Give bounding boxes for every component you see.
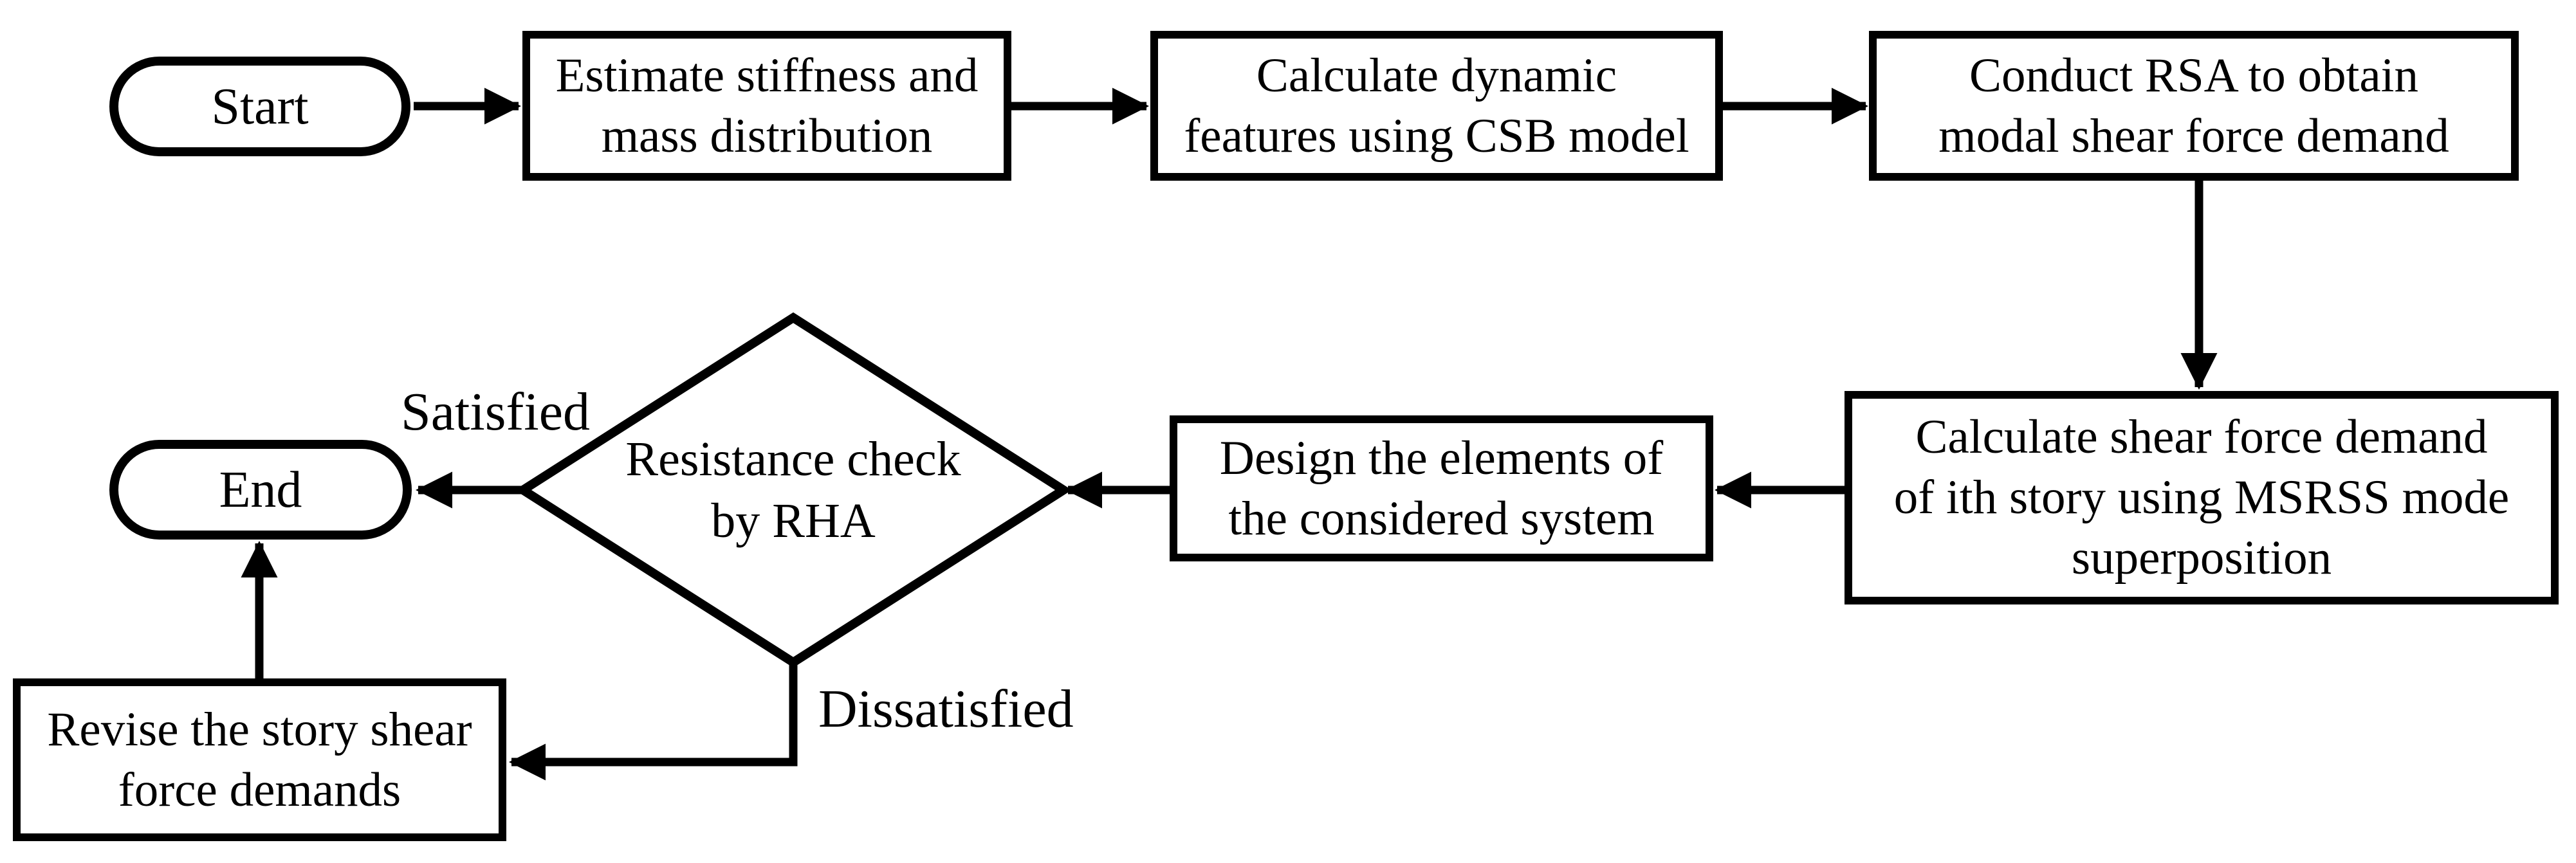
node-calculate-shear-line2: of ith story using MSRSS mode bbox=[1893, 471, 2510, 524]
node-revise-demands: Revise the story shear force demands bbox=[13, 678, 506, 841]
node-resistance-check: Resistance check by RHA bbox=[600, 406, 986, 574]
node-end-label: End bbox=[219, 461, 302, 518]
arrow-decision-to-revise bbox=[508, 662, 798, 781]
node-design-elements-line2: the considered system bbox=[1228, 491, 1655, 545]
node-calculate-shear-line3: superposition bbox=[2071, 531, 2332, 585]
edge-label-satisfied: Satisfied bbox=[401, 382, 590, 442]
node-estimate-stiffness-line2: mass distribution bbox=[601, 109, 933, 163]
node-end: End bbox=[109, 440, 412, 540]
node-conduct-rsa-line1: Conduct RSA to obtain bbox=[1969, 48, 2418, 102]
node-conduct-rsa: Conduct RSA to obtain modal shear force … bbox=[1869, 31, 2519, 181]
node-design-elements-line1: Design the elements of bbox=[1219, 431, 1664, 485]
node-revise-demands-line2: force demands bbox=[118, 763, 401, 817]
node-calculate-shear: Calculate shear force demand of ith stor… bbox=[1845, 391, 2559, 604]
node-resistance-check-line1: Resistance check bbox=[625, 432, 961, 486]
node-start-label: Start bbox=[211, 78, 309, 135]
node-resistance-check-line2: by RHA bbox=[711, 494, 876, 548]
node-estimate-stiffness-line1: Estimate stiffness and bbox=[555, 48, 979, 102]
node-design-elements: Design the elements of the considered sy… bbox=[1170, 415, 1713, 561]
node-estimate-stiffness: Estimate stiffness and mass distribution bbox=[522, 31, 1011, 181]
node-conduct-rsa-line2: modal shear force demand bbox=[1938, 109, 2449, 163]
edge-label-dissatisfied: Dissatisfied bbox=[818, 679, 1074, 739]
node-start: Start bbox=[109, 57, 410, 156]
node-revise-demands-line1: Revise the story shear bbox=[47, 702, 472, 756]
node-calculate-dynamic-line2: features using CSB model bbox=[1184, 109, 1689, 163]
node-calculate-dynamic-line1: Calculate dynamic bbox=[1256, 48, 1617, 102]
node-calculate-shear-line1: Calculate shear force demand bbox=[1915, 410, 2488, 464]
node-calculate-dynamic: Calculate dynamic features using CSB mod… bbox=[1150, 31, 1723, 181]
